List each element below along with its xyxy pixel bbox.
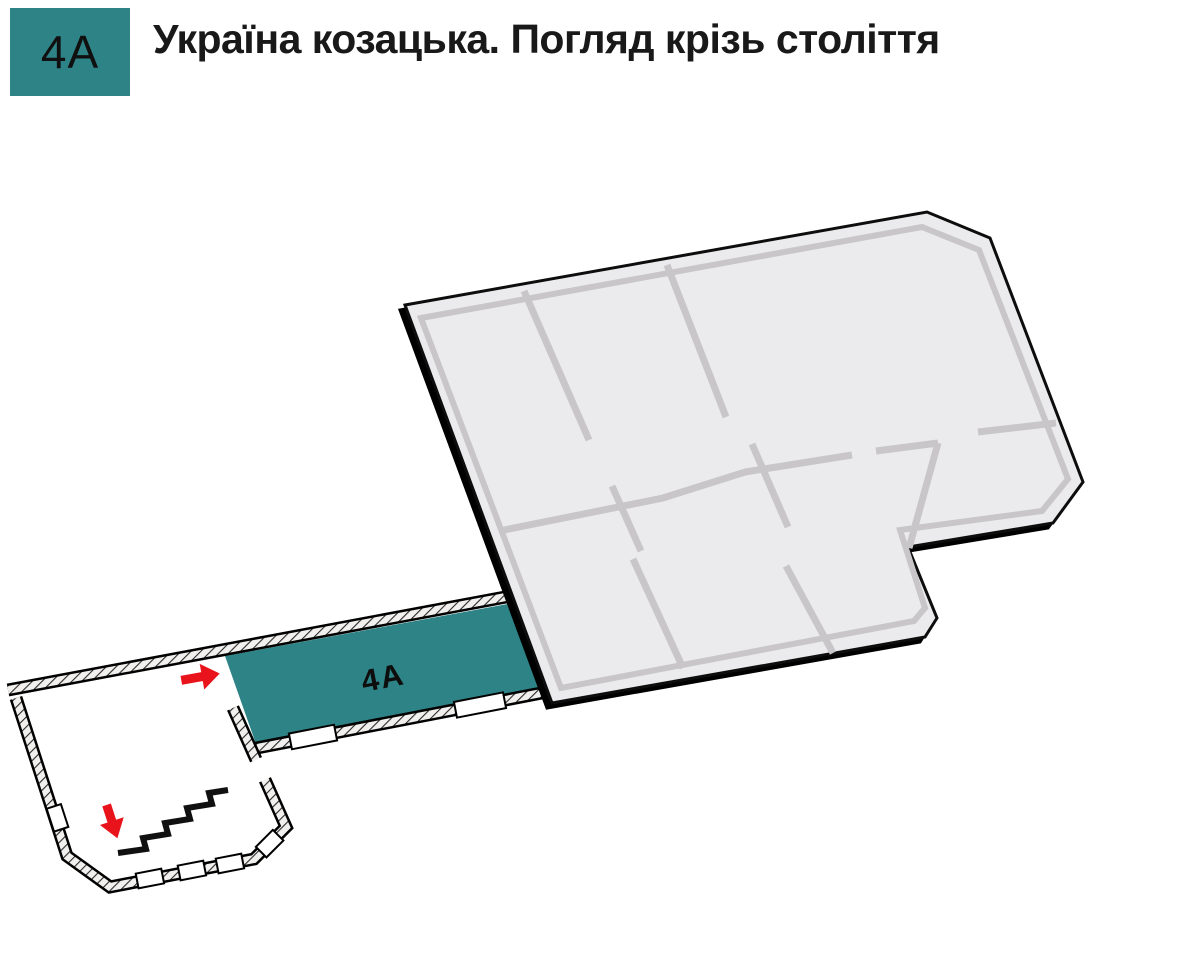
entrance-hall-floor xyxy=(16,660,286,887)
section-badge: 4А xyxy=(10,8,130,96)
corridor-4a-label: 4А xyxy=(358,656,408,699)
inner-wall xyxy=(977,419,1057,436)
corridor-bottom-wall xyxy=(234,683,559,759)
window xyxy=(134,867,166,890)
building-inner-outline xyxy=(416,223,1072,692)
main-building xyxy=(402,210,1085,705)
window xyxy=(45,802,70,833)
window xyxy=(254,828,285,859)
inner-wall xyxy=(905,442,942,549)
inner-wall xyxy=(503,451,853,534)
inner-wall xyxy=(629,557,687,670)
header: 4А Україна козацька. Погляд крізь століт… xyxy=(0,0,1200,110)
window xyxy=(176,859,208,882)
window xyxy=(214,852,246,875)
inner-wall xyxy=(748,442,792,529)
arrow-down-icon xyxy=(99,803,124,839)
corridor-4a-area xyxy=(225,603,544,744)
inner-wall xyxy=(782,564,837,655)
door-opening xyxy=(248,756,272,784)
arrow-right-icon xyxy=(180,663,220,690)
inner-wall xyxy=(875,439,939,455)
section-code: 4А xyxy=(40,26,100,78)
corridor-window xyxy=(287,723,339,751)
corridor-top-wall xyxy=(6,589,513,697)
page-title: Україна козацька. Погляд крізь століття xyxy=(153,16,940,62)
corridor-4a[interactable]: 4А xyxy=(6,589,559,759)
corridor-window xyxy=(452,691,508,719)
entrance-hall xyxy=(9,660,294,894)
inner-wall xyxy=(520,289,593,442)
inner-wall xyxy=(608,484,645,553)
stairs-icon xyxy=(117,787,229,856)
building-inner-walls xyxy=(503,263,1057,670)
inner-wall xyxy=(663,263,730,419)
